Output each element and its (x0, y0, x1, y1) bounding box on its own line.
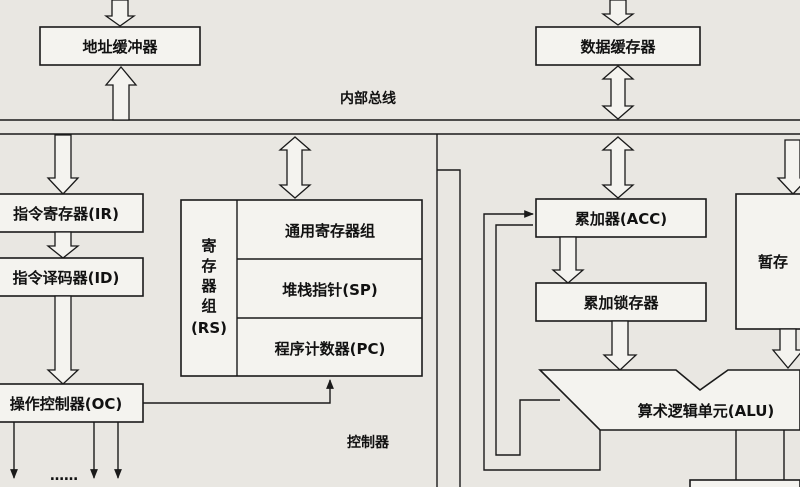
id-to-oc-arrow (46, 295, 80, 385)
alu-feedback-lines (483, 210, 601, 471)
address-buffer-box (39, 26, 201, 66)
temp-register-label: 暂存 (758, 253, 788, 271)
temp-register-box (735, 193, 800, 330)
accumulator-label: 累加器(ACC) (575, 210, 667, 228)
data-buffer-label: 数据缓存器 (580, 38, 656, 56)
accumulator-latch-label: 累加锁存器 (583, 294, 659, 312)
controller-signal-lines (437, 169, 461, 487)
rs-char-1: 寄 (201, 237, 216, 255)
instruction-register-box (0, 193, 144, 233)
data-buffer-box (535, 26, 701, 66)
ir-to-id-arrow (46, 231, 80, 259)
data-buffer-bus-arrow (601, 65, 635, 120)
rs-char-2: 存 (201, 257, 216, 275)
accumulator-latch-box (535, 282, 707, 322)
rs-char-3: 器 (200, 277, 217, 295)
bus-to-temp-register-arrow (776, 139, 800, 195)
internal-bus (0, 119, 800, 135)
stack-pointer-label: 堆栈指针(SP) (282, 281, 378, 299)
acc-to-latch-arrow (551, 236, 585, 284)
register-set-group-label: 寄 存 器 组 (RS) (191, 237, 227, 337)
operation-controller-label: 操作控制器(OC) (10, 395, 122, 413)
bus-to-ir-arrow (46, 134, 80, 195)
oc-more-lines-ellipsis: …… (50, 468, 78, 484)
controller-label: 控制器 (347, 434, 390, 451)
bus-to-register-set-arrow (278, 136, 312, 199)
accumulator-box (535, 198, 707, 238)
internal-bus-label: 内部总线 (340, 90, 396, 107)
instruction-register-label: 指令寄存器(IR) (13, 205, 119, 223)
temp-to-alu-arrow (771, 328, 800, 370)
data-buffer-input-arrow (601, 0, 635, 26)
rs-char-4: 组 (201, 297, 216, 315)
instruction-decoder-box (0, 257, 144, 297)
latch-to-alu-arrow (602, 320, 638, 371)
oc-output-lines (10, 422, 122, 479)
oc-to-pc-line (143, 379, 334, 404)
rs-abbr: (RS) (191, 319, 227, 337)
alu-output-lines (689, 430, 800, 487)
bus-to-address-buffer-arrow (104, 65, 138, 121)
address-buffer-input-arrow (103, 0, 137, 27)
register-set-box (180, 199, 423, 377)
program-counter-label: 程序计数器(PC) (275, 340, 386, 358)
instruction-decoder-label: 指令译码器(ID) (13, 269, 120, 287)
bus-to-acc-arrow (601, 136, 635, 199)
address-buffer-label: 地址缓冲器 (82, 38, 158, 56)
general-register-group-label: 通用寄存器组 (285, 222, 375, 240)
alu-label: 算术逻辑单元(ALU) (638, 402, 775, 420)
alu-shape (538, 369, 800, 431)
